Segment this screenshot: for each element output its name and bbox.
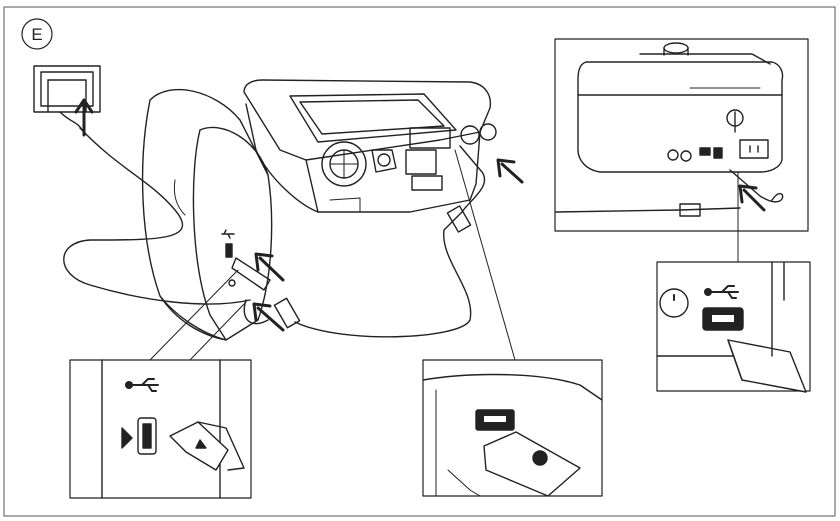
aux-port [479, 123, 497, 141]
inset-cable [555, 207, 741, 213]
ferrite-bead-icon [679, 203, 701, 217]
arrow-icon [252, 302, 285, 332]
rear-port-panel [409, 127, 451, 149]
usb-cable [294, 145, 486, 338]
power-jack [228, 279, 236, 287]
modem-unit [141, 88, 273, 341]
dc-plug [243, 299, 269, 325]
inset-modem-usb-closeup [69, 359, 252, 499]
usb-plug [231, 257, 271, 291]
usb-icon [704, 285, 739, 299]
inset-usb-closeup-right [656, 261, 811, 393]
arrow-icon [254, 252, 285, 282]
usb-icon [221, 229, 235, 239]
arrow-indicator [121, 427, 133, 449]
therapy-device [243, 79, 492, 213]
ferrite-bead-icon [446, 205, 472, 233]
inset-rear-view [554, 38, 809, 232]
usb-port [225, 243, 233, 258]
cable-icon [729, 169, 784, 203]
inset-device-usb-closeup [422, 359, 603, 497]
wall-outlet [33, 65, 101, 131]
power-inlet [460, 125, 480, 145]
outer-frame [3, 6, 836, 517]
humidifier-dial [321, 141, 367, 187]
step-label: E [31, 25, 42, 44]
ferrite-bead-icon [273, 297, 301, 329]
usb-icon [125, 378, 159, 392]
arrow-icon [496, 158, 524, 184]
sd-slot [411, 175, 443, 191]
step-badge: E [21, 18, 53, 50]
air-outlet [371, 149, 397, 173]
power-cable [63, 127, 251, 305]
arrow-icon [74, 98, 94, 137]
rear-slot [405, 149, 437, 175]
